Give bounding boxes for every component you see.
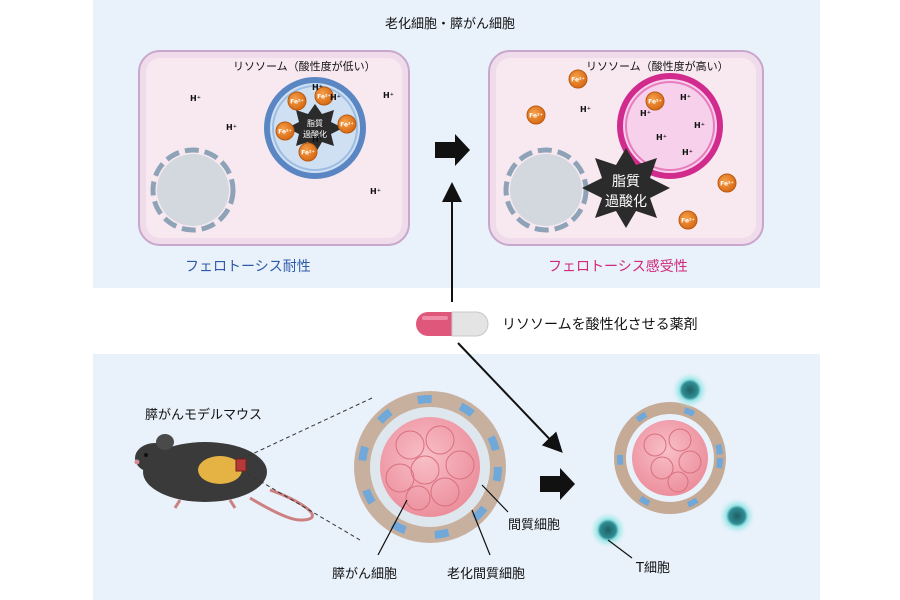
t-cell — [719, 498, 755, 534]
t-cell — [590, 512, 626, 548]
proton-label: H⁺ — [680, 93, 691, 102]
svg-text:Fe²⁺: Fe²⁺ — [317, 94, 331, 101]
iron-ion: Fe²⁺ — [526, 105, 546, 125]
iron-ions: Fe²⁺ Fe²⁺ Fe²⁺ Fe²⁺ Fe²⁺ Fe²⁺ Fe²⁺ Fe²⁺ Fe²⁺ Fe²⁺ — [275, 69, 737, 230]
right-peroxidation-burst: 脂質 過酸化 — [582, 148, 670, 228]
proton-label: H⁺ — [312, 83, 323, 92]
tumor-before — [354, 391, 506, 543]
proton-label: H⁺ — [682, 148, 693, 157]
left-lysosome-label: リソソーム（酸性度が低い） — [233, 60, 376, 73]
tumor-after — [614, 402, 726, 514]
tcell-label: T細胞 — [636, 561, 670, 576]
left-peroxidation-burst — [287, 104, 343, 154]
treatment-arrow — [540, 468, 575, 500]
proton-label: H⁺ — [383, 91, 394, 100]
right-caption: フェロトーシス感受性 — [548, 259, 688, 275]
proton-labels: H⁺ H⁺ H⁺ H⁺ H⁺ H⁺ H⁺ H⁺ H⁺ H⁺ H⁺ H⁺ H⁺ — [190, 83, 705, 196]
iron-ion: Fe²⁺ — [287, 91, 307, 111]
iron-ion: Fe²⁺ — [298, 142, 318, 162]
proton-label: H⁺ — [312, 135, 323, 144]
drug-label: リソソームを酸性化させる薬剤 — [502, 317, 698, 333]
top-title: 老化細胞・膵がん細胞 — [384, 17, 515, 32]
proton-label: H⁺ — [640, 109, 651, 118]
proton-label: H⁺ — [694, 121, 705, 130]
proton-label: H⁺ — [580, 105, 591, 114]
right-lysosome — [617, 73, 723, 179]
left-caption: フェロトーシス耐性 — [185, 259, 311, 275]
svg-text:Fe²⁺: Fe²⁺ — [529, 113, 543, 120]
svg-text:過酸化: 過酸化 — [303, 129, 327, 139]
stromal-label: 間質細胞 — [508, 518, 561, 533]
proton-label: H⁺ — [370, 187, 381, 196]
iron-ion: Fe²⁺ — [568, 69, 588, 89]
iron-ion: Fe²⁺ — [678, 210, 698, 230]
right-nucleus — [503, 147, 589, 233]
mouse-label: 膵がんモデルマウス — [145, 408, 263, 423]
proton-label: H⁺ — [656, 133, 667, 142]
right-lysosome-label: リソソーム（酸性度が高い） — [586, 60, 729, 73]
iron-ion: Fe²⁺ — [314, 86, 334, 106]
mouse-illustration — [134, 434, 314, 522]
t-cell — [672, 372, 708, 408]
svg-text:Fe²⁺: Fe²⁺ — [681, 218, 695, 225]
t-cells — [590, 372, 755, 548]
svg-text:Fe²⁺: Fe²⁺ — [340, 122, 354, 129]
svg-text:脂質: 脂質 — [307, 118, 323, 128]
drug-capsule — [416, 311, 489, 337]
proton-label: H⁺ — [226, 123, 237, 132]
cancer-label: 膵がん細胞 — [332, 567, 398, 582]
iron-ion: Fe²⁺ — [275, 121, 295, 141]
svg-text:脂質: 脂質 — [612, 174, 640, 190]
svg-text:過酸化: 過酸化 — [605, 194, 647, 210]
iron-ion: Fe²⁺ — [645, 91, 665, 111]
proton-label: H⁺ — [330, 93, 341, 102]
left-nucleus — [150, 147, 236, 233]
svg-text:Fe²⁺: Fe²⁺ — [278, 129, 292, 136]
senescent-stromal-label: 老化間質細胞 — [447, 567, 526, 582]
iron-ion: Fe²⁺ — [337, 114, 357, 134]
svg-text:Fe²⁺: Fe²⁺ — [648, 99, 662, 106]
cell-transition-arrow — [435, 134, 470, 166]
svg-text:Fe²⁺: Fe²⁺ — [290, 99, 304, 106]
drug-diagonal-arrow — [457, 342, 563, 453]
svg-text:Fe²⁺: Fe²⁺ — [720, 181, 734, 188]
iron-ion: Fe²⁺ — [717, 173, 737, 193]
proton-label: H⁺ — [190, 94, 201, 103]
svg-text:Fe²⁺: Fe²⁺ — [301, 150, 315, 157]
svg-text:Fe²⁺: Fe²⁺ — [571, 77, 585, 84]
